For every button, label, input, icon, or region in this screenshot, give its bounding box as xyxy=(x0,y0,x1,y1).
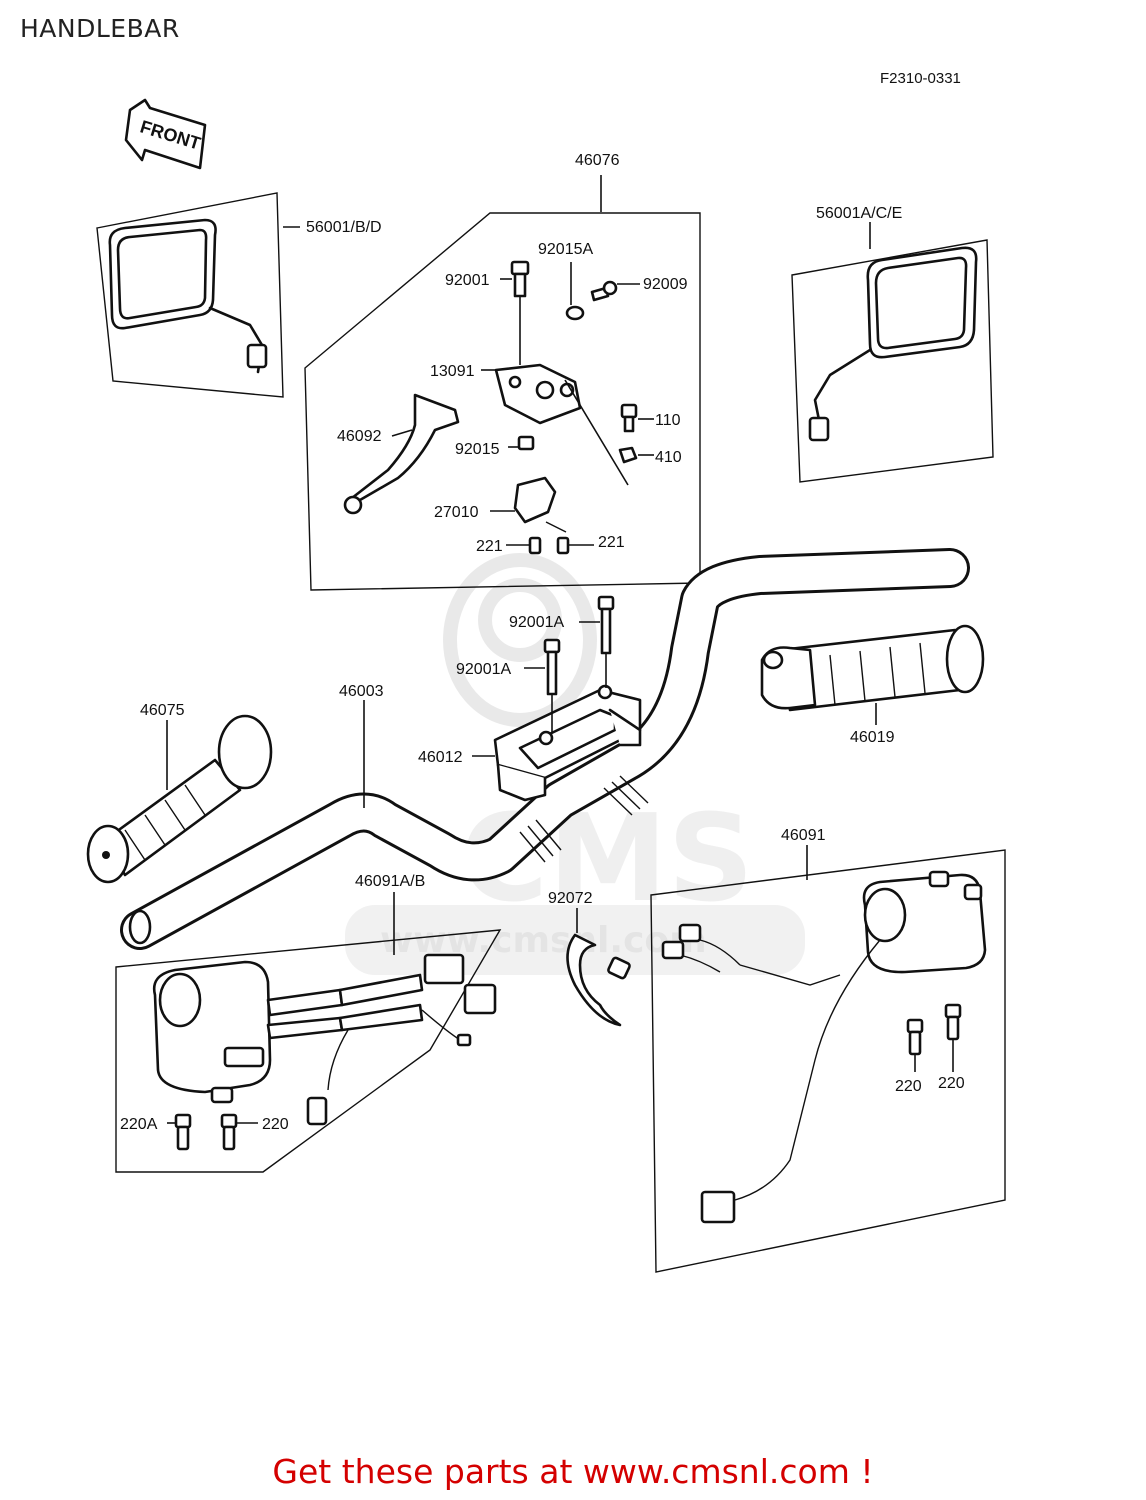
watermark: CMS www.cmsnl.com xyxy=(345,553,805,975)
part-label-46091: 46091 xyxy=(781,827,826,844)
left-mirror-assembly xyxy=(96,192,300,398)
part-label-56001-b-d: 56001/B/D xyxy=(306,219,382,236)
part-label-92001a-lower: 92001A xyxy=(456,661,511,678)
part-label-56001a-c-e: 56001A/C/E xyxy=(816,205,902,222)
part-label-221-left: 221 xyxy=(476,538,503,555)
right-switch-housing-assembly xyxy=(650,845,1006,1273)
part-label-92015a: 92015A xyxy=(538,241,593,258)
part-label-27010: 27010 xyxy=(434,504,479,521)
part-label-46003: 46003 xyxy=(339,683,384,700)
part-label-46091a-b: 46091A/B xyxy=(355,873,425,890)
part-label-92072: 92072 xyxy=(548,890,593,907)
part-label-110: 110 xyxy=(655,412,681,429)
handlebar-clamp xyxy=(472,595,642,802)
footer-link[interactable]: Get these parts at www.cmsnl.com ! xyxy=(272,1452,874,1491)
part-label-92001: 92001 xyxy=(445,272,490,289)
diagram-code: F2310-0331 xyxy=(880,70,961,87)
part-label-221-right: 221 xyxy=(598,534,625,551)
clutch-lever-assembly xyxy=(304,175,701,591)
left-grip xyxy=(86,714,273,884)
part-label-46019: 46019 xyxy=(850,729,895,746)
part-label-92009: 92009 xyxy=(643,276,688,293)
part-label-220-right-b: 220 xyxy=(938,1075,965,1092)
part-label-46092: 46092 xyxy=(337,428,382,445)
part-label-46075: 46075 xyxy=(140,702,185,719)
page-title: HANDLEBAR xyxy=(20,14,180,43)
part-label-220-left: 220 xyxy=(262,1116,289,1133)
handlebar-tube xyxy=(120,548,970,950)
front-direction-arrow: FRONT xyxy=(124,98,207,170)
wire-clamp xyxy=(566,908,631,1027)
part-label-410: 410 xyxy=(655,449,682,466)
part-label-92015: 92015 xyxy=(455,441,500,458)
part-label-46012: 46012 xyxy=(418,749,463,766)
part-label-220-right-a: 220 xyxy=(895,1078,922,1095)
part-label-13091: 13091 xyxy=(430,363,475,380)
exploded-view-diagram: CMS www.cmsnl.com FRONT xyxy=(86,98,1006,1273)
right-mirror-assembly xyxy=(791,222,994,483)
part-number-labels: 46076 56001/B/D 56001A/C/E 92015A 92001 … xyxy=(120,152,965,1133)
part-label-220a: 220A xyxy=(120,1116,158,1133)
right-grip xyxy=(760,624,985,725)
left-switch-housing-assembly xyxy=(115,892,502,1173)
part-label-46076: 46076 xyxy=(575,152,620,169)
part-label-92001a-upper: 92001A xyxy=(509,614,564,631)
